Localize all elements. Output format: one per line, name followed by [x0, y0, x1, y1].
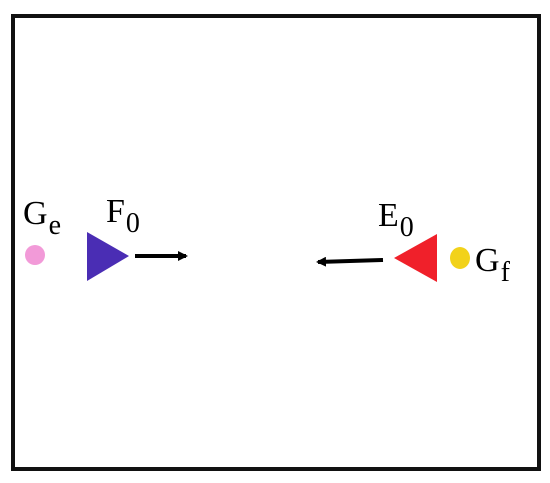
ge-label-base: G: [23, 195, 48, 232]
gf-goal-dot-icon: [450, 247, 470, 269]
e0-label: E0: [378, 197, 414, 242]
gf-label: Gf: [475, 242, 510, 287]
gf-label-base: G: [475, 242, 500, 279]
gf-label-sub: f: [500, 257, 510, 288]
e0-arrow-left-icon: [316, 256, 384, 267]
e0-label-base: E: [378, 197, 399, 234]
ge-goal-dot-icon: [25, 245, 45, 265]
ge-label: Ge: [23, 195, 61, 240]
f0-label: F0: [106, 193, 140, 238]
e0-label-sub: 0: [399, 212, 414, 243]
f0-label-base: F: [106, 193, 125, 230]
e0-agent-triangle-icon: [394, 234, 437, 282]
ge-label-sub: e: [48, 210, 61, 241]
f0-label-sub: 0: [125, 208, 140, 239]
f0-agent-triangle-icon: [87, 232, 129, 281]
